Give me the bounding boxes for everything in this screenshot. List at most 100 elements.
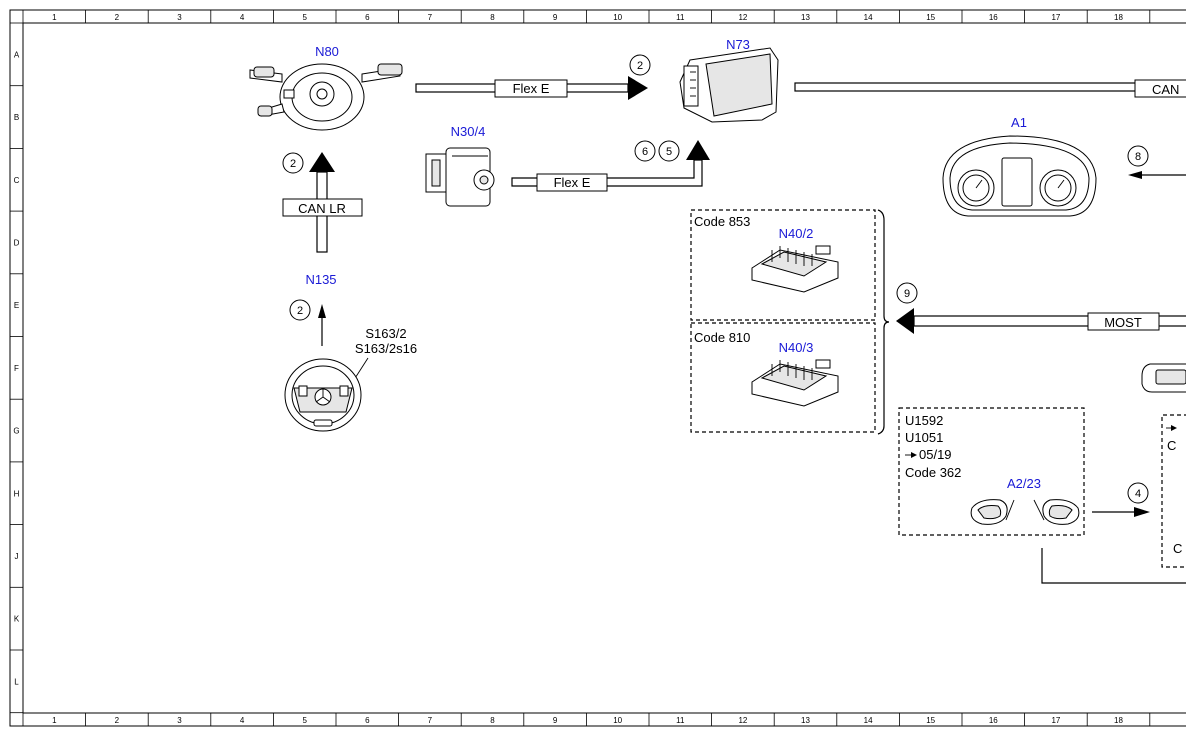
row-label: A [14, 50, 20, 59]
n80-steering-column-module[interactable] [249, 63, 403, 131]
column-label: 10 [613, 13, 622, 22]
steering-wheel[interactable] [284, 358, 362, 432]
column-label: 1 [52, 716, 57, 725]
column-label: 16 [989, 716, 998, 725]
n40-2-label: N40/2 [779, 226, 814, 241]
flex-e-tag-bottom-text: Flex E [554, 175, 591, 190]
column-label: 14 [864, 13, 873, 22]
a2-23-note-u1051: U1051 [905, 430, 943, 445]
can-lr-tag: CAN LR [282, 198, 363, 217]
row-label: J [15, 552, 19, 561]
n80-label: N80 [315, 44, 339, 59]
row-label: K [14, 615, 20, 624]
code-853-label: Code 853 [694, 214, 750, 229]
a2-23-mirror-components[interactable] [970, 499, 1080, 525]
diagram-frame [9, 9, 1186, 727]
n135-label: N135 [305, 272, 336, 287]
circled-ref-6: 6 [634, 140, 656, 162]
row-label: H [14, 489, 20, 498]
column-label: 6 [365, 716, 370, 725]
column-label: 5 [302, 13, 307, 22]
column-label: 17 [1051, 13, 1060, 22]
can-tag-right-text: CAN [1152, 82, 1179, 97]
n73-label: N73 [726, 37, 750, 52]
a2-23-note-u1592: U1592 [905, 413, 943, 428]
row-label: L [14, 677, 19, 686]
column-label: 11 [676, 13, 685, 22]
column-label: 8 [490, 716, 495, 725]
n40-3-amplifier[interactable] [751, 359, 839, 407]
column-label: 10 [613, 716, 622, 725]
n30-4-camera[interactable] [425, 147, 495, 207]
a2-23-note-code-362: Code 362 [905, 465, 961, 480]
column-label: 17 [1051, 716, 1060, 725]
arrow-wheel-to-n135 [318, 304, 326, 346]
svg-text:5: 5 [666, 146, 672, 158]
n73-module[interactable] [679, 47, 779, 123]
column-label: 9 [553, 716, 558, 725]
row-label: G [13, 427, 19, 436]
column-label: 6 [365, 13, 370, 22]
column-label: 16 [989, 13, 998, 22]
n40-3-label: N40/3 [779, 340, 814, 355]
arrow-to-a1 [1128, 171, 1186, 179]
partial-box-text-2: C [1173, 541, 1182, 556]
column-label: 8 [490, 13, 495, 22]
circled-ref-can-lr: 2 [282, 152, 304, 174]
partial-component-right [1141, 363, 1186, 393]
can-lr-tag-text: CAN LR [298, 201, 346, 216]
flex-e-tag-top-text: Flex E [513, 81, 550, 96]
circled-ref-8: 8 [1127, 145, 1149, 167]
circled-ref-4: 4 [1127, 482, 1149, 504]
column-label: 9 [553, 13, 558, 22]
amplifier-brace [877, 209, 890, 435]
can-tag-right: CAN [1134, 79, 1186, 98]
circled-ref-n135: 2 [289, 299, 311, 321]
code-810-box [690, 322, 876, 433]
circled-ref-9: 9 [896, 282, 918, 304]
column-label: 12 [738, 716, 747, 725]
flex-e-tag-bottom: Flex E [536, 173, 608, 192]
column-label: 11 [676, 716, 685, 725]
n30-4-label: N30/4 [451, 124, 486, 139]
can-bus-right [794, 82, 1186, 92]
partial-code-box-right [1161, 414, 1186, 568]
column-label: 13 [801, 13, 810, 22]
switch-label-s163-2: S163/2 [365, 326, 406, 341]
column-label: 14 [864, 716, 873, 725]
n40-2-amplifier[interactable] [751, 245, 839, 293]
code-810-label: Code 810 [694, 330, 750, 345]
column-label: 2 [115, 13, 120, 22]
a1-label: A1 [1011, 115, 1027, 130]
row-label: E [14, 301, 19, 310]
arrow-a2-23-right [1092, 507, 1150, 517]
switch-label-s163-2s16: S163/2s16 [355, 341, 417, 356]
row-label: F [14, 364, 19, 373]
column-label: 3 [177, 716, 182, 725]
most-tag: MOST [1087, 312, 1160, 331]
svg-text:2: 2 [637, 60, 643, 72]
a2-23-label: A2/23 [1007, 476, 1041, 491]
svg-text:6: 6 [642, 146, 648, 158]
column-label: 7 [428, 13, 433, 22]
column-label: 4 [240, 716, 245, 725]
row-label: D [14, 238, 20, 247]
circled-ref-n73: 2 [629, 54, 651, 76]
column-label: 5 [302, 716, 307, 725]
most-bus [896, 308, 1186, 334]
svg-text:2: 2 [290, 158, 296, 170]
model-year-arrow-icon [905, 452, 917, 458]
column-label: 2 [115, 716, 120, 725]
a1-instrument-cluster[interactable] [942, 135, 1097, 217]
svg-text:2: 2 [297, 305, 303, 317]
code-853-box [690, 209, 876, 321]
partial-box-text-1: C [1167, 438, 1176, 453]
a2-23-note-date: 05/19 [919, 447, 952, 462]
svg-text:8: 8 [1135, 151, 1141, 163]
row-label: C [14, 176, 20, 185]
column-label: 15 [926, 716, 935, 725]
column-label: 18 [1114, 13, 1123, 22]
